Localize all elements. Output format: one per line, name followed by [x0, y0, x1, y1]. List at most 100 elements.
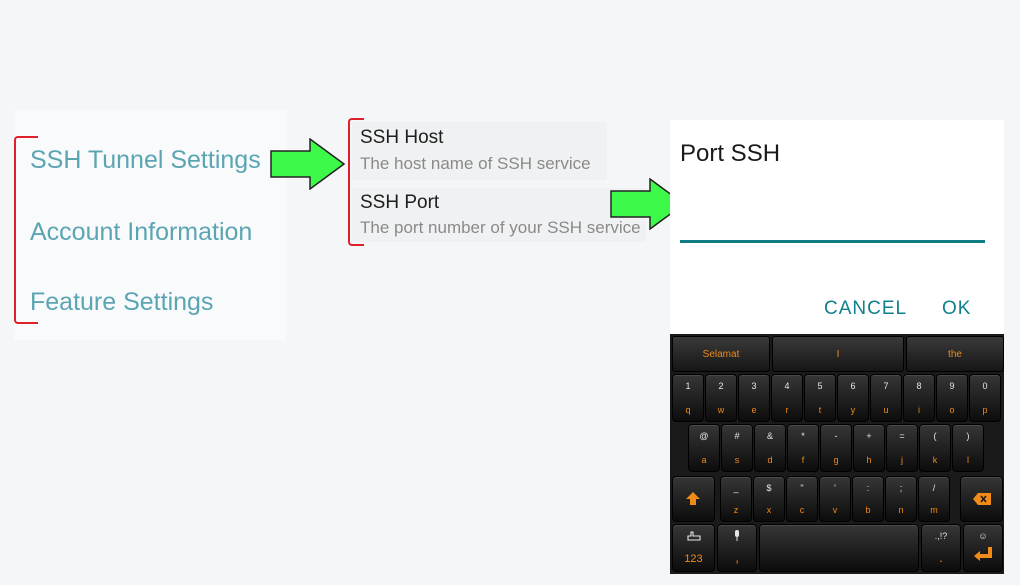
key-secondary-label: 2	[718, 381, 724, 391]
key-n[interactable]: ;n	[885, 476, 917, 522]
key-primary-label: r	[785, 405, 789, 415]
key-secondary-label: 9	[949, 381, 955, 391]
space-key[interactable]	[759, 524, 919, 572]
enter-arrow-icon	[974, 547, 992, 561]
key-k[interactable]: (k	[919, 424, 951, 472]
key-secondary-label: @	[699, 431, 709, 441]
ok-button[interactable]: OK	[942, 298, 972, 319]
key-primary-label: t	[818, 405, 822, 415]
key-primary-label: k	[932, 455, 938, 465]
key-f[interactable]: *f	[787, 424, 819, 472]
key-primary-label: b	[865, 505, 871, 515]
key-d[interactable]: &d	[754, 424, 786, 472]
suggestion-item[interactable]: Selamat	[672, 336, 770, 372]
key-secondary-label: 7	[883, 381, 889, 391]
key-a[interactable]: @a	[688, 424, 720, 472]
backspace-key[interactable]	[960, 476, 1003, 522]
key-primary-label: d	[767, 455, 773, 465]
settings-menu-panel: SSH Tunnel Settings Account Information …	[14, 110, 286, 340]
key-secondary-label: _	[733, 483, 739, 493]
key-primary-label: g	[833, 455, 839, 465]
key-secondary-label: 8	[916, 381, 922, 391]
port-ssh-dialog: Port SSH CANCEL OK	[670, 120, 1004, 334]
key-primary-label: n	[898, 505, 904, 515]
key-secondary-label: "	[800, 483, 804, 493]
key-primary-label: m	[930, 505, 938, 515]
key-secondary-label: 4	[784, 381, 790, 391]
key-x[interactable]: $x	[753, 476, 785, 522]
key-primary-label: w	[717, 405, 725, 415]
port-input[interactable]	[680, 200, 985, 243]
key-secondary-label: -	[834, 431, 838, 441]
ssh-host-summary: The host name of SSH service	[360, 154, 591, 173]
key-primary-label: s	[734, 455, 740, 465]
arrow-right-icon	[270, 138, 346, 190]
period-key[interactable]: .,!? .	[921, 524, 961, 572]
key-secondary-label: (	[933, 431, 937, 441]
key-g[interactable]: -g	[820, 424, 852, 472]
symbols-key-label: 123	[684, 553, 703, 565]
key-l[interactable]: )l	[952, 424, 984, 472]
menu-item-account-information[interactable]: Account Information	[30, 218, 253, 246]
key-primary-label: j	[901, 455, 903, 465]
key-secondary-label: /	[932, 483, 936, 493]
key-secondary-label: '	[834, 483, 836, 493]
cancel-button[interactable]: CANCEL	[824, 298, 908, 319]
shift-arrow-icon	[686, 492, 700, 505]
key-s[interactable]: #s	[721, 424, 753, 472]
menu-item-ssh-tunnel-settings[interactable]: SSH Tunnel Settings	[30, 146, 261, 174]
ssh-port-preference[interactable]: SSH Port The port number of your SSH ser…	[352, 188, 646, 242]
ssh-port-summary: The port number of your SSH service	[360, 218, 641, 237]
key-primary-label: z	[733, 505, 739, 515]
period-label: .	[939, 550, 943, 565]
key-j[interactable]: =j	[886, 424, 918, 472]
highlight-bracket	[348, 118, 364, 246]
key-z[interactable]: _z	[720, 476, 752, 522]
key-m[interactable]: /m	[918, 476, 950, 522]
key-secondary-label: 1	[685, 381, 691, 391]
key-secondary-label: :	[866, 483, 870, 493]
key-secondary-label: )	[966, 431, 970, 441]
key-secondary-label: #	[734, 431, 740, 441]
enter-key[interactable]: ☺	[963, 524, 1003, 572]
key-primary-label: i	[918, 405, 920, 415]
key-secondary-label: 3	[751, 381, 757, 391]
symbols-key[interactable]: 123	[672, 524, 715, 572]
hand-pointer-icon	[687, 531, 701, 541]
soft-keyboard: Selamat I the 123 , .,!? . ☺	[670, 334, 1004, 574]
key-secondary-label: ;	[899, 483, 903, 493]
key-primary-label: u	[883, 405, 889, 415]
key-secondary-label: 5	[817, 381, 823, 391]
key-primary-label: e	[751, 405, 757, 415]
comma-label: ,	[735, 550, 739, 565]
enter-alt-label: ☺	[978, 531, 988, 541]
key-primary-label: y	[850, 405, 856, 415]
suggestion-item[interactable]: the	[906, 336, 1004, 372]
key-h[interactable]: +h	[853, 424, 885, 472]
shift-key[interactable]	[672, 476, 715, 522]
period-alt-label: .,!?	[934, 531, 948, 541]
menu-item-feature-settings[interactable]: Feature Settings	[30, 288, 214, 316]
key-b[interactable]: :b	[852, 476, 884, 522]
key-secondary-label: &	[766, 431, 773, 441]
ssh-host-preference[interactable]: SSH Host The host name of SSH service	[352, 122, 607, 180]
suggestion-item[interactable]: I	[772, 336, 904, 372]
comma-key[interactable]: ,	[717, 524, 757, 572]
key-c[interactable]: "c	[786, 476, 818, 522]
key-primary-label: f	[801, 455, 805, 465]
backspace-icon	[973, 493, 991, 505]
key-primary-label: x	[766, 505, 772, 515]
key-v[interactable]: 'v	[819, 476, 851, 522]
key-primary-label: h	[866, 455, 872, 465]
key-primary-label: a	[701, 455, 707, 465]
